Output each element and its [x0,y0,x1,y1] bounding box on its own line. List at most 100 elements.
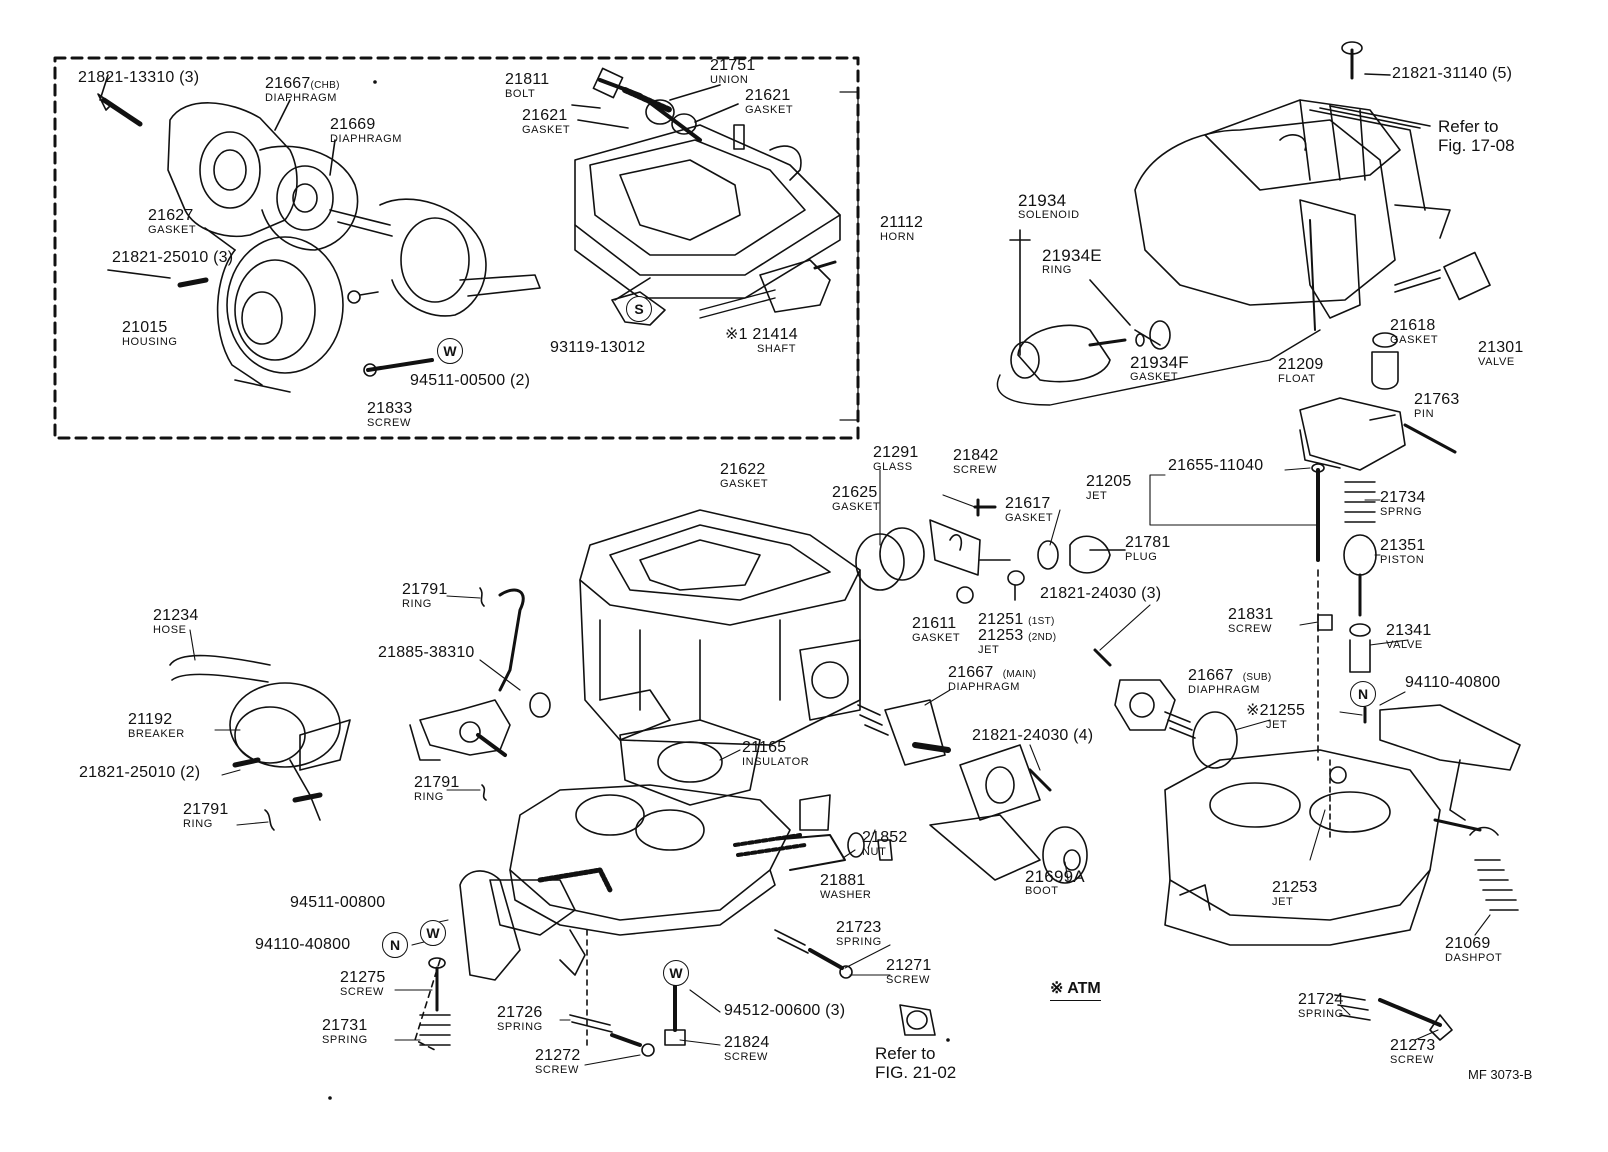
part-name: RING [402,598,432,610]
float-valve-column [1299,332,1457,761]
part-number: 21821-13310 (3) [78,69,200,86]
part-number: 21621 [522,107,568,124]
part-number-value: 21667 [948,664,994,681]
label-94511-00800: 94511-00800 [290,895,385,911]
part-number: 21842 [953,447,999,464]
part-name: GASKET [148,224,197,236]
part-number: 21811 [505,71,550,88]
part-name: VALVE [1386,639,1423,651]
part-number: 21791 [183,801,229,818]
part-name: VALVE [1478,356,1515,368]
part-number: 21275 [340,969,386,986]
part-name: SCREW [953,464,997,476]
part-name: SPRING [1298,1008,1344,1020]
part-name: PIN [1414,408,1435,420]
label-93119-13012: 93119-13012 [550,340,645,356]
part-number: 21821-31140 (5) [1392,65,1513,82]
part-number: 21821-24030 (3) [1040,585,1162,602]
label-21821-13310: 21821-13310 (3) [78,70,199,86]
part-name: GASKET [745,104,794,116]
label-21667-sub: 21667 (SUB)DIAPHRAGM [1188,668,1272,696]
part-name: SCREW [367,417,411,429]
part-name: SOLENOID [1018,209,1080,221]
part-name: RING [1042,264,1072,276]
part-number: 21751 [710,57,756,74]
s-symbol-icon: S [626,296,652,322]
label-21885-38310: 21885-38310 [378,645,475,661]
part-number: 21667 (MAIN) [948,665,1036,681]
throttle-body-bottom [414,784,936,1057]
main-body-center [579,498,1238,884]
part-number-value: 21253 [978,627,1024,644]
part-number-value: 21667 [1188,667,1234,684]
part-name: SPRING [836,936,882,948]
air-horn-assembly [571,67,841,326]
part-number: 21625 [832,484,878,501]
part-number-2: 21253 (2ND) [978,628,1056,644]
part-number: 21821-24030 (4) [972,727,1094,744]
part-number: 21209 [1278,356,1324,373]
part-number: 21726 [497,1004,543,1021]
part-number: 21781 [1125,534,1171,551]
w-symbol-icon: W [437,338,463,364]
part-number: 21272 [535,1047,581,1064]
part-name: GASKET [1390,334,1439,346]
part-name: GASKET [522,124,571,136]
part-name: JET [978,644,1000,656]
figure-code: MF 3073-B [1468,1067,1533,1082]
part-name: SCREW [535,1064,579,1076]
part-number: 21723 [836,919,882,936]
part-name: RING [414,791,444,803]
part-name: WASHER [820,889,872,901]
carburetor-body-top-right [996,41,1491,406]
part-number: 21271 [886,957,932,974]
label-94512-00600: 94512-00600 (3) [724,1003,845,1019]
part-name: GASKET [720,478,769,490]
part-number: 21617 [1005,495,1051,512]
stray-dot [373,80,377,84]
part-number-value: 21251 [978,611,1024,628]
part-name: UNION [710,74,749,86]
part-number: 21667 (SUB) [1188,668,1272,684]
part-number: 21621 [745,87,791,104]
part-qualifier: (MAIN) [1002,669,1037,680]
part-qualifier: (CHB) [310,80,340,91]
part-number: 21667(CHB) [265,76,340,92]
part-name: DIAPHRAGM [330,133,403,145]
part-name: DIAPHRAGM [265,92,338,104]
part-name: GASKET [832,501,881,513]
part-name: BREAKER [128,728,185,740]
part-number: 21821-25010 (3) [112,249,234,266]
left-linkage-and-breaker [169,587,551,831]
part-number: 21699A [1025,867,1085,886]
part-number: ※21255 [1246,702,1306,719]
lower-body-bottom-right [1164,704,1521,1041]
part-number: 94110-40800 [1405,674,1501,691]
choke-breaker-assembly [97,74,541,393]
n-symbol-icon: N [382,932,408,958]
part-number: 21205 [1086,473,1132,490]
part-name: NUT [862,846,887,858]
part-name: BOLT [505,88,536,100]
part-name: HOUSING [122,336,178,348]
